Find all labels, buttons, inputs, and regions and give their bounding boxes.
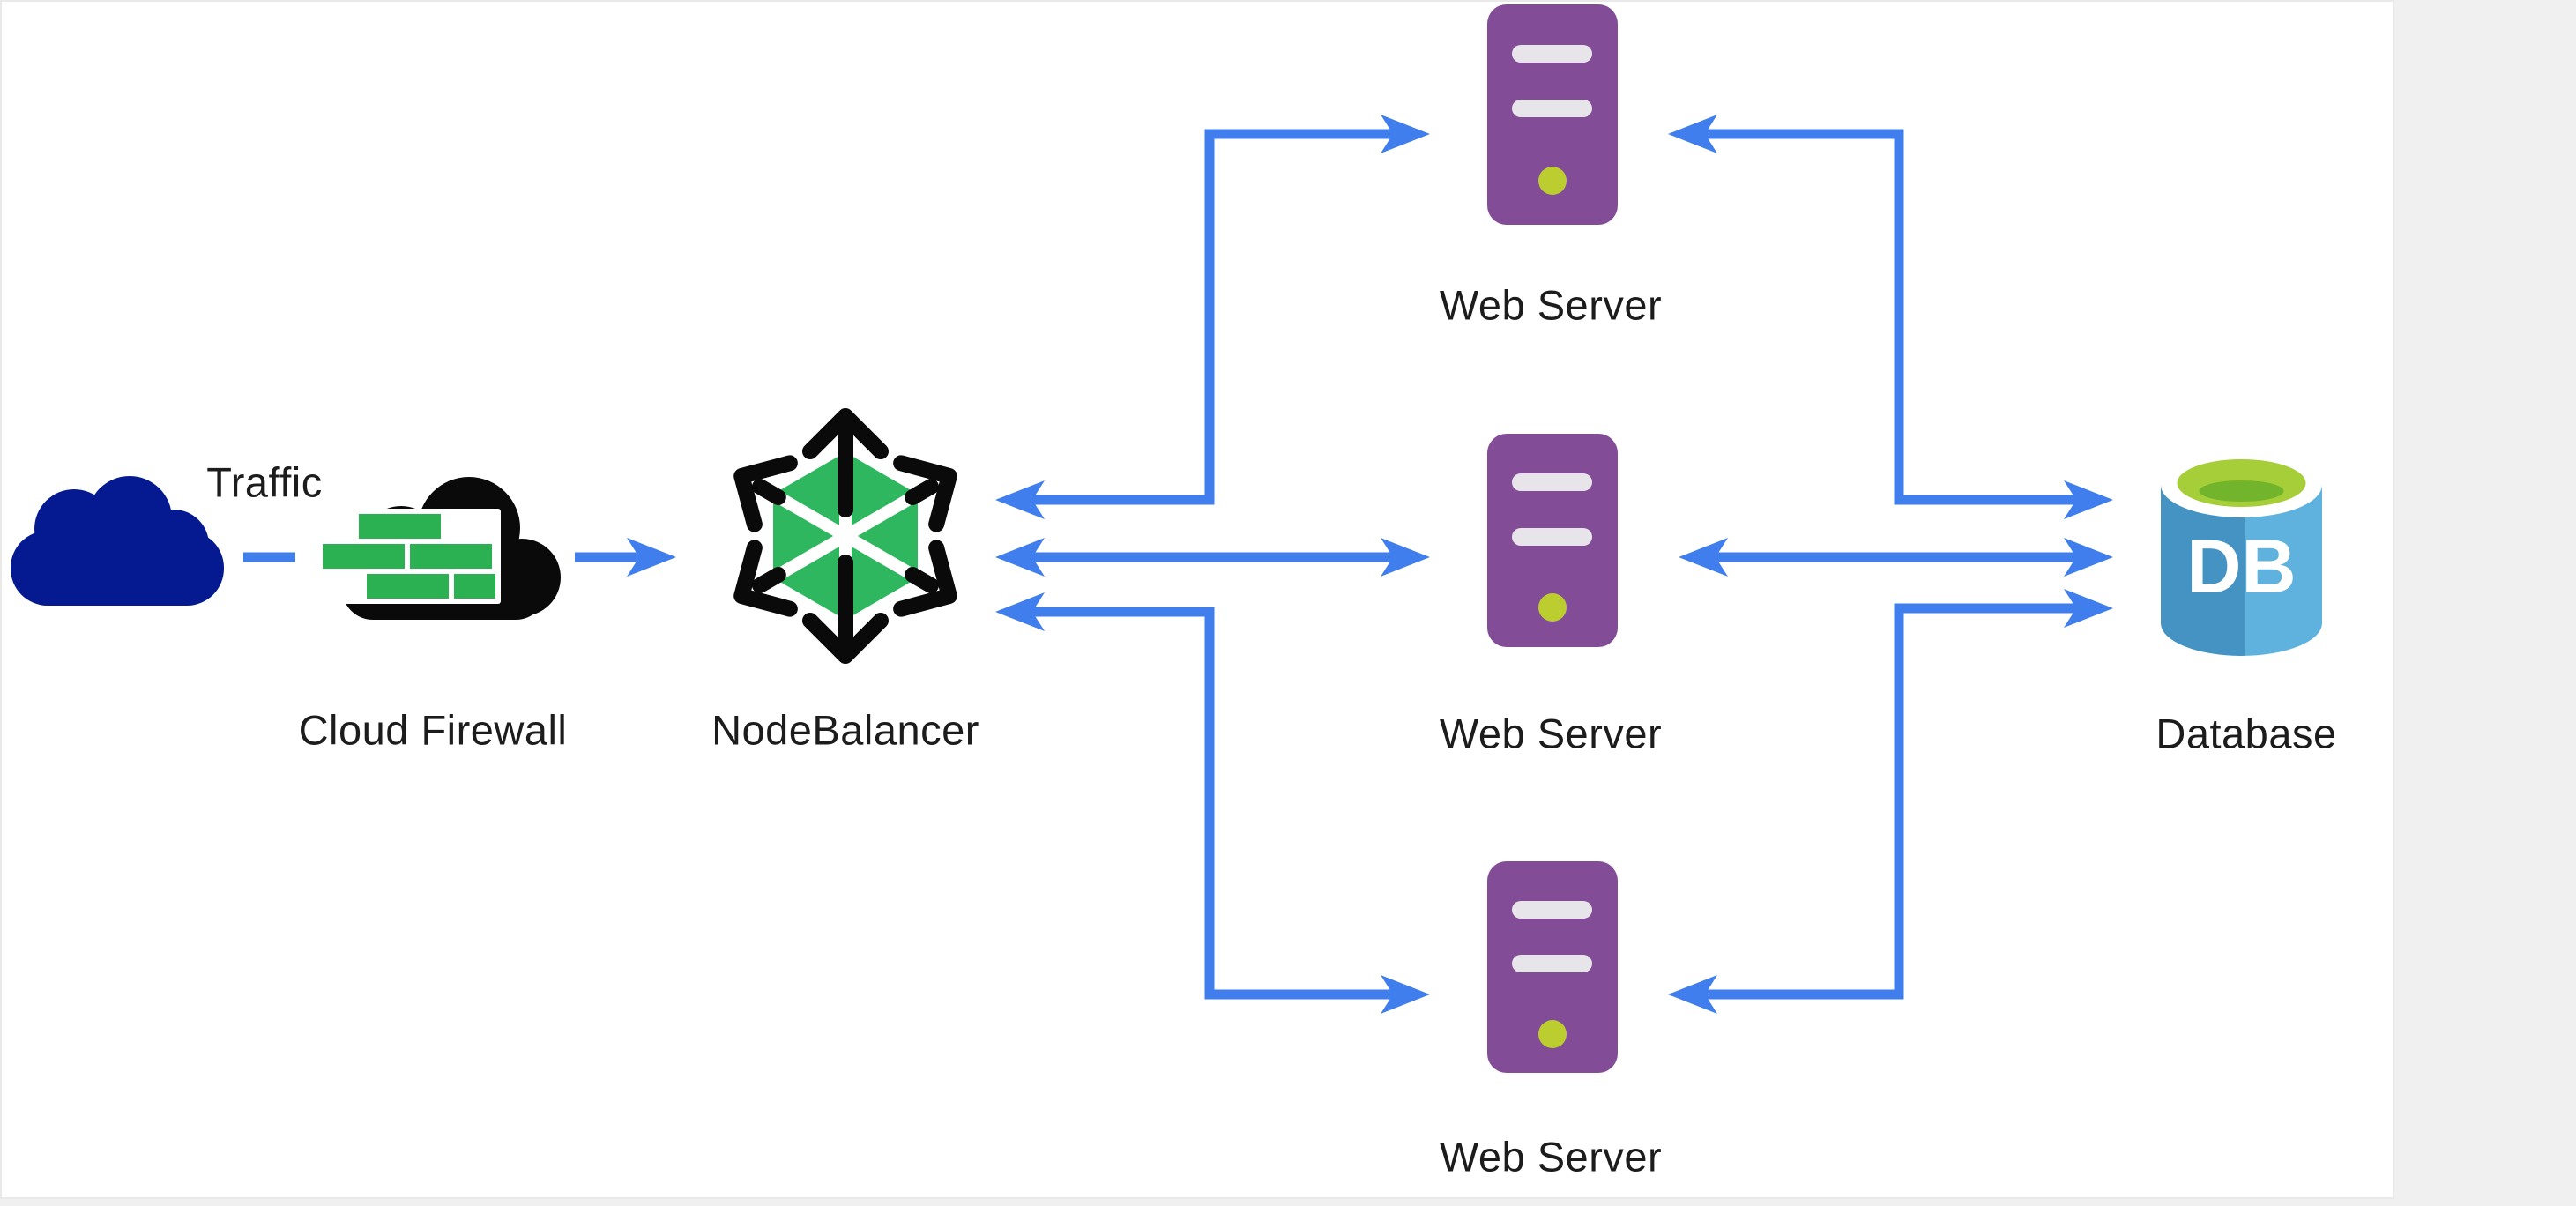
- server-tower-icon: [1487, 4, 1618, 225]
- edge-web-server-3-database: [1668, 589, 2113, 1014]
- arrowhead-right-icon: [627, 538, 676, 577]
- edge-nodebalancer-web-server-1: [995, 115, 1430, 519]
- firewall-brick-cloud-icon: [317, 477, 561, 620]
- nodebalancer-hexagon-icon: [733, 408, 957, 664]
- edge-nodebalancer-web-server-3: [995, 592, 1430, 1014]
- arrowhead-right-icon: [2064, 480, 2113, 519]
- node-label-traffic: Traffic: [206, 458, 323, 506]
- arrowhead-left-icon: [1668, 975, 1717, 1014]
- arrowhead-left-icon: [995, 538, 1045, 577]
- arrowhead-right-icon: [2064, 538, 2113, 577]
- arrowhead-left-icon: [1668, 115, 1717, 153]
- arrowhead-right-icon: [2064, 589, 2113, 628]
- edge-web-server-2-database: [1679, 538, 2113, 577]
- edge-nodebalancer-web-server-2: [995, 538, 1430, 577]
- arrowhead-left-icon: [995, 480, 1045, 519]
- diagram-canvas: DB Traffic Cloud Firewall NodeBalancer W…: [0, 0, 2394, 1199]
- cloud-icon: [11, 476, 224, 606]
- arrowhead-right-icon: [1381, 975, 1430, 1014]
- node-label-web-server-1: Web Server: [1439, 281, 1663, 329]
- server-tower-icon: [1487, 434, 1618, 647]
- node-label-database: Database: [2155, 710, 2337, 757]
- arrowhead-right-icon: [1381, 115, 1430, 153]
- node-label-cloud-firewall: Cloud Firewall: [298, 706, 568, 754]
- arrowhead-left-icon: [995, 592, 1045, 631]
- brick-wall: [317, 509, 501, 604]
- node-label-web-server-3: Web Server: [1439, 1133, 1663, 1180]
- edge-web-server-1-database: [1668, 115, 2113, 519]
- database-icon-text: DB: [2186, 525, 2296, 609]
- server-tower-icon: [1487, 861, 1618, 1073]
- arrowhead-left-icon: [1679, 538, 1728, 577]
- arrowhead-right-icon: [1381, 538, 1430, 577]
- edge-firewall-to-nodebalancer: [575, 538, 676, 577]
- architecture-diagram: DB: [11, 4, 2322, 1073]
- node-label-web-server-2: Web Server: [1439, 710, 1663, 757]
- database-cylinder-icon: DB: [2161, 452, 2322, 656]
- node-label-nodebalancer: NodeBalancer: [711, 706, 979, 754]
